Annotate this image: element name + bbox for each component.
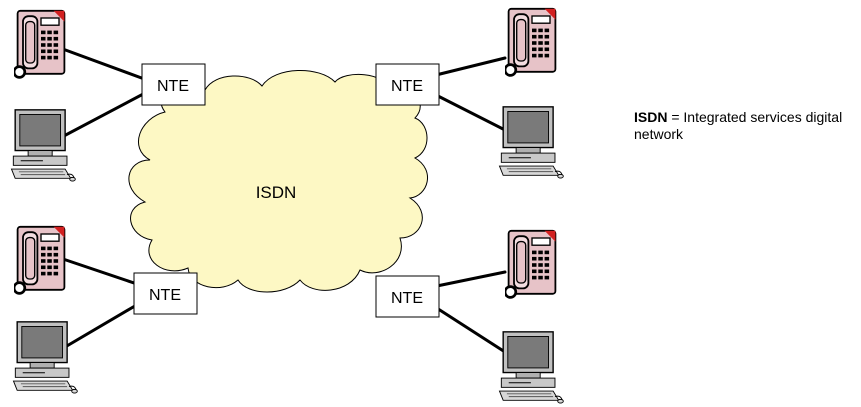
- computer-icon: [498, 106, 565, 179]
- computer-icon: [10, 109, 77, 182]
- nte-box-top-right: NTE: [375, 63, 440, 106]
- link-pc-bl: [58, 301, 142, 352]
- isdn-cloud: [128, 70, 428, 293]
- telephone-icon: [505, 229, 557, 299]
- link-pc-tl: [58, 90, 149, 140]
- nte-box-bottom-right: NTE: [375, 275, 440, 318]
- telephone-icon: [14, 225, 66, 295]
- nte-label: NTE: [149, 287, 181, 304]
- link-phone-br: [430, 270, 507, 289]
- cloud-label: ISDN: [256, 183, 297, 202]
- computer-icon: [12, 321, 79, 394]
- legend: ISDN = Integrated services digital netwo…: [634, 109, 854, 143]
- nte-box-top-left: NTE: [141, 63, 206, 106]
- nte-label: NTE: [391, 78, 423, 95]
- link-phone-bl: [58, 256, 142, 287]
- legend-definition: Integrated services digital network: [634, 109, 843, 142]
- legend-term: ISDN: [634, 109, 668, 125]
- nte-box-bottom-left: NTE: [133, 272, 198, 315]
- links: [58, 46, 507, 354]
- nte-label: NTE: [391, 290, 423, 307]
- telephone-icon: [14, 9, 66, 79]
- legend-separator: =: [667, 109, 684, 125]
- link-pc-br: [430, 303, 507, 354]
- computer-icon: [498, 331, 565, 404]
- link-pc-tr: [434, 93, 507, 132]
- telephone-icon: [505, 7, 557, 77]
- nte-label: NTE: [157, 78, 189, 95]
- link-phone-tr: [434, 56, 507, 77]
- link-phone-tl: [58, 46, 149, 82]
